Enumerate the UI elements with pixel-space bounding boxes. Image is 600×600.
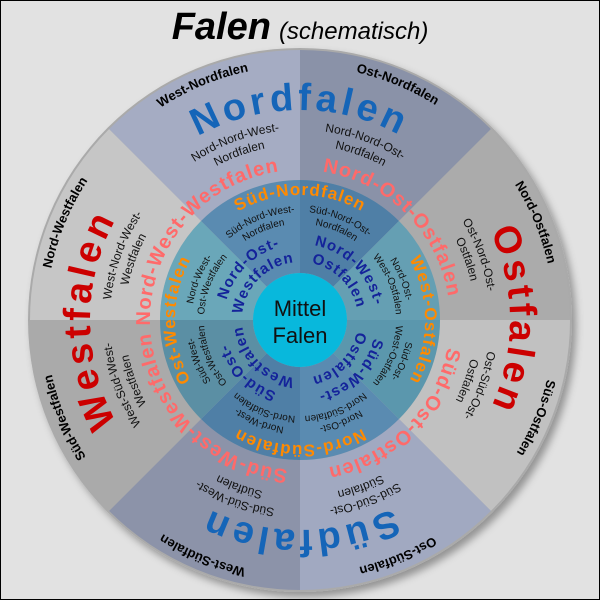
- center-region-mittelfalen: [253, 273, 347, 367]
- inner-sector: [201, 353, 300, 460]
- outer-sector: [300, 50, 491, 222]
- title-text: Falen: [171, 6, 271, 48]
- outer-sector: [30, 320, 202, 511]
- center-label-line1: Mittel: [274, 296, 327, 321]
- inner-sector: [160, 221, 267, 320]
- center-label-line2: Falen: [272, 323, 327, 348]
- inner-sector: [160, 320, 267, 419]
- outer-sector: [398, 129, 570, 320]
- inner-sector: [333, 221, 440, 320]
- inner-sector: [333, 320, 440, 419]
- inner-sector: [300, 180, 399, 287]
- outer-sector: [30, 129, 202, 320]
- inner-sector: [201, 180, 300, 287]
- inner-sector: [300, 353, 399, 460]
- outer-sector: [300, 418, 491, 590]
- subtitle-text: (schematisch): [278, 18, 429, 45]
- outer-sector: [109, 418, 300, 590]
- outer-sector: [109, 50, 300, 222]
- diagram-title: Falen (schematisch): [0, 6, 600, 49]
- outer-sector: [398, 320, 570, 511]
